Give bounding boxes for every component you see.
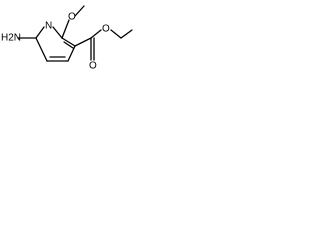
ring-bond-n1-c2 (52, 26, 63, 39)
ester-oxygen-label: O (102, 24, 110, 35)
background (0, 0, 141, 78)
methoxy-oxygen-label: O (68, 12, 76, 23)
carbonyl-oxygen-label: O (89, 61, 97, 72)
ester-bond-ring-carbon (74, 37, 92, 47)
ring-bond-c2-c3-inner (63, 41, 74, 49)
ring-bond-c5-c6 (35, 37, 48, 62)
amine-label: H2N (1, 33, 21, 44)
molecule-structure: H2N N O O O (0, 0, 141, 78)
ring-bond-c6-n1 (35, 26, 45, 39)
methoxy-bond-ring (61, 19, 70, 39)
ester-bond-ch2-ch3 (120, 29, 133, 39)
ester-bond-c-o (90, 29, 102, 39)
ester-bond-o-ch2 (110, 29, 122, 39)
ring-bond-c3-c4 (67, 45, 76, 62)
methoxy-bond-methyl (74, 5, 85, 17)
ring-nitrogen-label: N (45, 21, 52, 32)
ring-bond-c2-c3 (61, 37, 76, 47)
